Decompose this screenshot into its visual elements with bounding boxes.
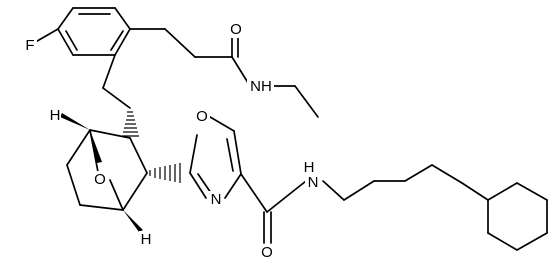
fluorine-label: F xyxy=(25,37,34,54)
ring-double-bond xyxy=(226,138,234,172)
stereo-h-bottom-label: H xyxy=(141,231,152,248)
ring-bond xyxy=(114,7,131,30)
ring-bond xyxy=(233,130,242,175)
ring-bond xyxy=(57,7,74,30)
atom-labels: F O NH H O H O N H N O xyxy=(22,21,320,261)
ring-bond xyxy=(516,232,548,251)
chain-bond xyxy=(343,180,375,201)
wedge-bond xyxy=(90,130,102,163)
hashed-bond xyxy=(122,111,139,137)
aromatic-ring xyxy=(57,7,131,56)
carboxamide xyxy=(240,173,307,244)
ring-bond xyxy=(516,182,548,201)
oxazole-oxygen-label: O xyxy=(196,108,208,125)
ring-bond xyxy=(66,164,81,206)
oxazole-nitrogen-label: N xyxy=(211,191,222,208)
ring-bond xyxy=(189,134,198,174)
amide-bottom-n-label: N xyxy=(308,174,319,191)
chain-bond xyxy=(240,173,268,213)
ring-bond xyxy=(129,137,148,174)
amide-cn-bond xyxy=(266,180,307,213)
benzyl-bond xyxy=(102,87,131,109)
amide-bottom-oxygen-label: O xyxy=(261,244,273,261)
butyl-chain xyxy=(322,164,489,201)
propanamide-chain xyxy=(129,28,319,118)
wedge-bond xyxy=(60,113,90,130)
chain-bond xyxy=(164,28,196,58)
bridge-o-bond xyxy=(109,179,124,211)
chain-bond xyxy=(431,164,463,184)
ring-bond xyxy=(57,28,74,56)
ethyl-bond xyxy=(294,85,319,118)
amide-top-oxygen-label: O xyxy=(230,21,242,38)
chain-bond xyxy=(461,182,489,201)
amide-bottom-h-label: H xyxy=(304,159,315,176)
ring-double-bond xyxy=(197,173,212,194)
ring-bond xyxy=(79,204,124,211)
hashed-bond xyxy=(149,163,181,183)
ring-double-bond xyxy=(65,30,78,51)
bridge-oxygen-label: O xyxy=(94,171,106,188)
ring-bond xyxy=(89,129,131,139)
wedge-bond xyxy=(123,210,143,232)
bridge-o-bond xyxy=(89,129,99,173)
benzyl-bond xyxy=(102,54,116,89)
oxabicycle xyxy=(60,111,181,232)
amide-top-nh-label: NH xyxy=(250,78,272,95)
ring-bond xyxy=(114,28,131,56)
chain-bond xyxy=(404,164,433,182)
chain-bond xyxy=(322,180,345,201)
ring-bond xyxy=(66,129,91,166)
ring-bond xyxy=(224,173,242,199)
ring-bond xyxy=(487,182,518,201)
ring-bond xyxy=(487,232,518,251)
stereo-h-top-label: H xyxy=(50,107,61,124)
ring-double-bond xyxy=(110,30,124,51)
oxazole-ring xyxy=(189,113,242,199)
ring-bond xyxy=(122,172,148,211)
cyclohexane-ring xyxy=(487,182,548,251)
ring-bond xyxy=(189,172,207,199)
